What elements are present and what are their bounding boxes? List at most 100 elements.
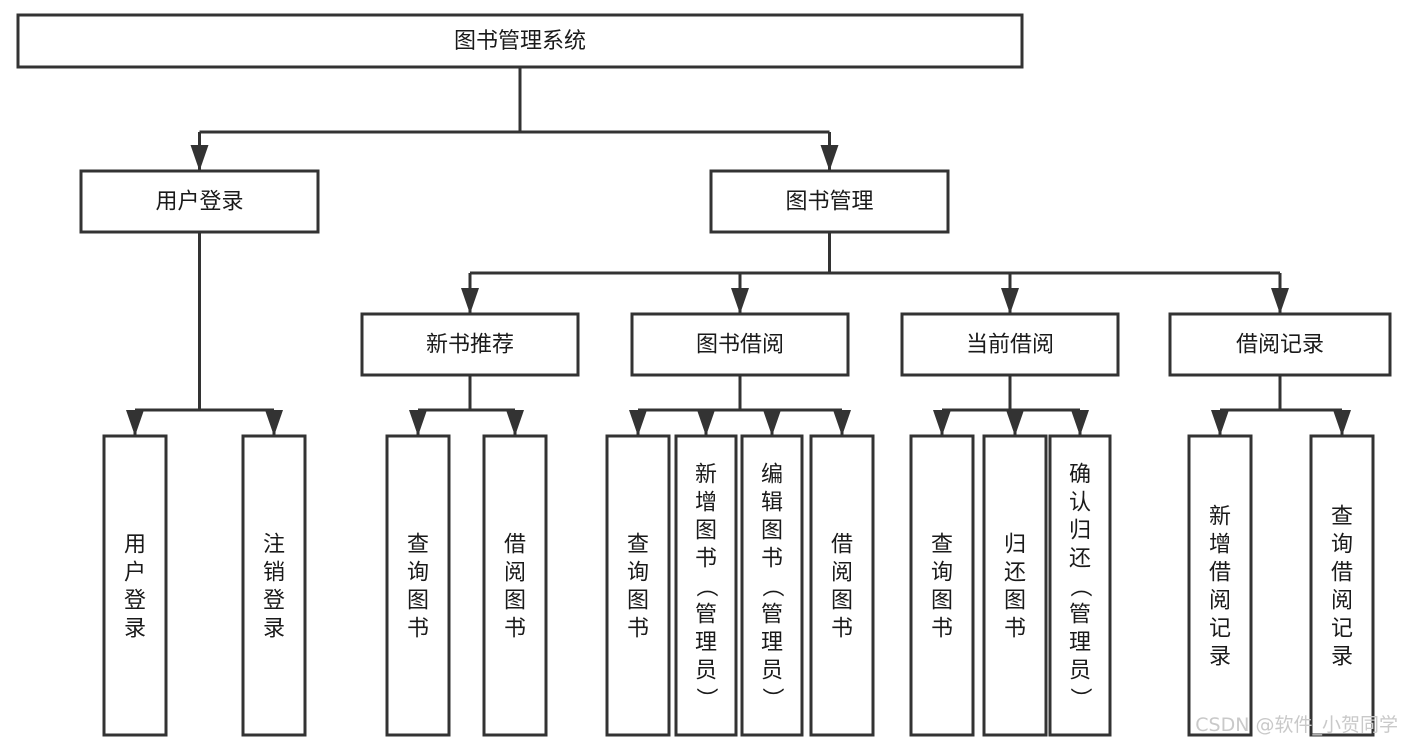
node-box[interactable] <box>482 434 548 737</box>
node-label-char: 理 <box>761 630 783 655</box>
arrow-head-icon <box>763 410 781 436</box>
node-label-char: 录 <box>1331 644 1353 669</box>
node-label-char: 录 <box>124 616 146 641</box>
node-label-char: 图 <box>831 588 853 613</box>
node-book-borrow[interactable]: 图书借阅 <box>630 312 850 377</box>
edge-group-root <box>190 67 839 171</box>
node-label-char: 借 <box>1209 560 1231 585</box>
node-box[interactable] <box>674 434 738 737</box>
node-label-char: 图 <box>627 588 649 613</box>
node-label: 图书借阅 <box>696 333 784 358</box>
node-borrow-record[interactable]: 借阅记录 <box>1168 312 1392 377</box>
node-book-manage[interactable]: 图书管理 <box>709 169 950 234</box>
node-label-char: 归 <box>1004 532 1026 557</box>
node-label-char: ） <box>1067 687 1092 709</box>
node-box[interactable] <box>1187 434 1253 737</box>
node-label-char: 增 <box>1209 532 1231 557</box>
nodes-layer: 图书管理系统用户登录图书管理新书推荐图书借阅当前借阅借阅记录用户登录注销登录查询… <box>16 13 1392 737</box>
node-box[interactable] <box>909 434 975 737</box>
node-label-char: 图 <box>407 588 429 613</box>
node-user-login[interactable]: 用户登录 <box>79 169 320 234</box>
node-box[interactable] <box>1309 434 1375 737</box>
node-label-char: 登 <box>263 588 285 613</box>
node-label-char: 查 <box>1331 504 1353 529</box>
node-label-char: 注 <box>263 532 285 557</box>
node-label: 新书推荐 <box>426 333 514 358</box>
arrow-head-icon <box>629 410 647 436</box>
node-label: 当前借阅 <box>966 333 1054 358</box>
edge-group-book-borrow <box>629 375 851 436</box>
node-label-char: 阅 <box>1209 588 1231 613</box>
node-label-char: 书 <box>627 616 649 641</box>
node-label-char: 确 <box>1069 462 1091 487</box>
node-label-char: 书 <box>504 616 526 641</box>
arrow-head-icon <box>820 145 839 171</box>
node-label-char: 用 <box>124 532 146 557</box>
node-label-char: 登 <box>124 588 146 613</box>
arrow-head-icon <box>697 410 715 436</box>
arrow-head-icon <box>190 145 209 171</box>
node-current-borrow[interactable]: 当前借阅 <box>900 312 1120 377</box>
arrow-head-icon <box>1333 410 1351 436</box>
node-label-char: 借 <box>504 532 526 557</box>
node-box[interactable] <box>241 434 307 737</box>
edge-group-book-manage <box>461 232 1289 314</box>
node-new-book-rec[interactable]: 新书推荐 <box>360 312 580 377</box>
node-label-char: 书 <box>1004 616 1026 641</box>
node-box[interactable] <box>982 434 1048 737</box>
node-label-char: 管 <box>761 602 783 627</box>
node-label-char: 管 <box>695 602 717 627</box>
node-leaf-user-login[interactable]: 用户登录 <box>102 434 168 737</box>
node-root[interactable]: 图书管理系统 <box>16 13 1024 69</box>
node-label-char: 图 <box>931 588 953 613</box>
node-label-char: 管 <box>1069 602 1091 627</box>
node-label-char: 编 <box>761 462 783 487</box>
node-box[interactable] <box>605 434 671 737</box>
node-label-char: 图 <box>504 588 526 613</box>
node-box[interactable] <box>79 169 320 234</box>
node-box[interactable] <box>385 434 451 737</box>
node-label-char: 辑 <box>761 490 783 515</box>
node-box[interactable] <box>16 13 1024 69</box>
node-box[interactable] <box>1048 434 1112 737</box>
node-label-char: 书 <box>407 616 429 641</box>
node-box[interactable] <box>1168 312 1392 377</box>
node-box[interactable] <box>740 434 804 737</box>
node-label-char: 员 <box>1069 658 1091 683</box>
node-label-char: 录 <box>263 616 285 641</box>
node-label: 用户登录 <box>155 190 243 215</box>
arrow-head-icon <box>933 410 951 436</box>
node-label: 图书管理系统 <box>454 29 586 54</box>
arrow-head-icon <box>506 410 524 436</box>
node-box[interactable] <box>630 312 850 377</box>
node-label-char: 书 <box>695 546 717 571</box>
arrow-head-icon <box>1071 410 1089 436</box>
node-box[interactable] <box>809 434 875 737</box>
node-label-char: 询 <box>627 560 649 585</box>
arrow-head-icon <box>461 288 479 314</box>
node-label-char: 阅 <box>831 560 853 585</box>
node-box[interactable] <box>900 312 1120 377</box>
node-box[interactable] <box>102 434 168 737</box>
node-label-char: 记 <box>1209 616 1231 641</box>
edge-group-current-borrow <box>933 375 1089 436</box>
node-box[interactable] <box>709 169 950 234</box>
node-box[interactable] <box>360 312 580 377</box>
csdn-watermark: CSDN @软件_小贺同学 <box>1195 714 1398 736</box>
